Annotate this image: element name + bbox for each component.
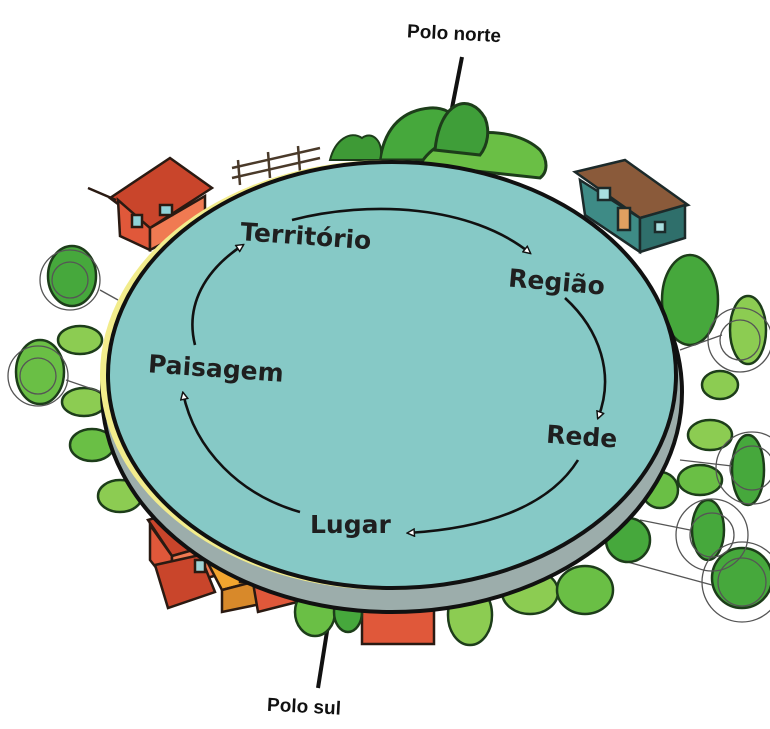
south-pole-label: Polo sul bbox=[267, 695, 342, 720]
north-shrub bbox=[330, 135, 381, 160]
concept-rede: Rede bbox=[545, 420, 618, 454]
north-pole-axis bbox=[452, 57, 462, 108]
concept-lugar: Lugar bbox=[310, 510, 391, 539]
planet-disc bbox=[100, 160, 682, 612]
north-pole-label: Polo norte bbox=[407, 21, 502, 47]
